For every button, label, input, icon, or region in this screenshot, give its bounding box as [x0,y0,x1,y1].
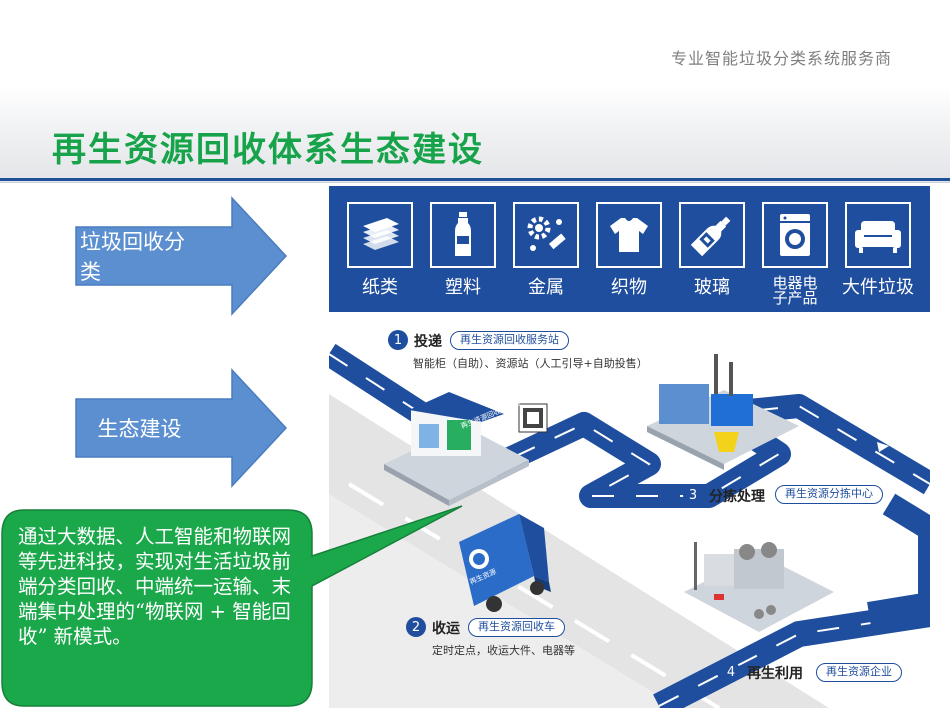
arrow-label: 垃圾回收分类 [80,230,185,284]
step-1-description: 智能柜（自助）、资源站（人工引导+自助投售） [413,357,648,370]
category-fabric: 织物 [589,186,669,312]
step-4-title: 再生利用 [747,666,803,682]
category-label: 塑料 [445,277,481,298]
step-2-badge: 2 [406,617,426,637]
callout-bubble [1,505,463,707]
category-plastic: 塑料 [423,186,503,312]
recycling-factory-building [684,542,834,632]
paper-stack-icon [347,202,413,268]
sofa-icon [845,202,911,268]
arrow-label: 生态建设 [97,417,182,441]
category-label: 纸类 [362,277,398,298]
step-2-description: 定时定点，收运大件、电器等 [432,644,575,657]
step-3-title: 分拣处理 [709,489,765,505]
glass-bottle-icon [679,202,745,268]
step-1-tag: 再生资源回收服务站 [450,331,569,350]
ecology-arrow: 生态建设 [74,368,290,488]
category-metal: 金属 [506,186,586,312]
callout-text: 通过大数据、人工智能和物联网等先进科技，实现对生活垃圾前端分类回收、中端统一运输… [18,525,292,648]
plastic-bottle-icon [430,202,496,268]
collection-truck [459,514,551,612]
page-title: 再生资源回收体系生态建设 [52,130,484,170]
recycle-sort-arrow: 垃圾回收分类 [74,196,290,316]
category-label: 织物 [611,277,647,298]
clothing-icon [596,202,662,268]
header-rule-thin [0,182,950,183]
category-bulky: 大件垃圾 [838,186,918,312]
category-electronics: 电器电 子产品 [755,186,835,312]
category-label: 大件垃圾 [842,277,914,298]
step-1-title: 投递 [414,334,442,350]
washing-machine-icon [762,202,828,268]
category-label: 玻璃 [694,277,730,298]
category-label: 金属 [528,277,564,298]
service-station-building [384,392,548,506]
category-label: 电器电 子产品 [772,274,818,307]
step-2-title: 收运 [432,621,460,637]
metal-parts-icon [513,202,579,268]
step-1-badge: 1 [388,330,408,350]
recycling-flow-illustration: 1 投递 再生资源回收服务站 智能柜（自助）、资源站（人工引导+自助投售） 再生… [329,314,930,708]
step-2-tag: 再生资源回收车 [468,618,565,637]
header-rule [0,178,950,181]
category-paper: 纸类 [340,186,420,312]
step-3-tag: 再生资源分拣中心 [775,485,883,504]
step-3-badge: 3 [683,485,703,505]
step-4-tag: 再生资源企业 [816,663,902,682]
flow-background [329,343,930,708]
category-panel: 纸类 塑料 金属 织物 [329,186,930,312]
category-glass: 玻璃 [672,186,752,312]
sorting-center-building [647,354,799,470]
header-band [0,0,950,182]
step-4-badge: 4 [721,662,741,682]
company-tagline: 专业智能垃圾分类系统服务商 [670,49,892,68]
